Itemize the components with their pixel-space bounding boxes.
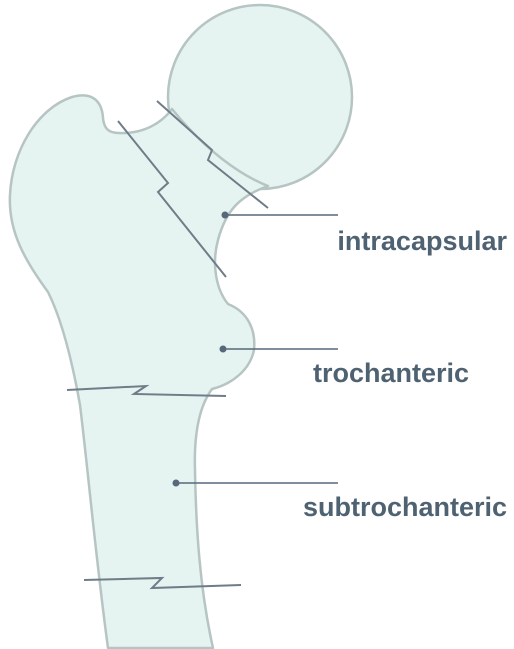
intracapsular-leader [222,212,339,219]
subtrochanteric-leader [173,480,339,487]
trochanteric-label: trochanteric [313,358,469,388]
intracapsular-label: intracapsular [337,226,507,256]
subtrochanteric-label: subtrochanteric [303,492,507,522]
